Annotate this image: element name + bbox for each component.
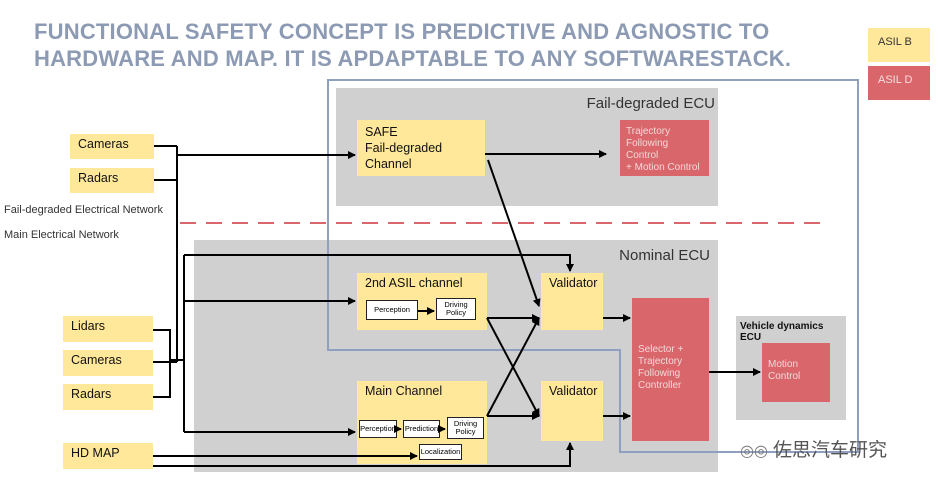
selector-line-3: Following (638, 368, 681, 379)
validator-top-label: Validator (549, 276, 598, 290)
hd-map-input: HD MAP (63, 443, 153, 469)
wechat-icon: ◎◎ (740, 441, 774, 460)
main-localization-box: Localization (419, 444, 462, 460)
safe-line-2: Fail-degraded (365, 141, 443, 155)
main-policy-label: Policy (455, 427, 476, 436)
bottom-cameras-label: Cameras (71, 353, 122, 367)
main-perception-label: Perception (360, 423, 396, 433)
asil2-driving-policy-box: Driving Policy (436, 298, 476, 320)
hdmap-to-validator-bottom-arrow (153, 442, 574, 467)
asil2-perception-label: Perception (374, 304, 410, 314)
lidars-input: Lidars (63, 316, 153, 342)
trajectory-line-1: Trajectory (626, 126, 671, 137)
top-cameras-input: Cameras (70, 134, 154, 159)
hd-map-label: HD MAP (71, 446, 120, 460)
trajectory-line-3: + Motion Control (626, 162, 700, 173)
fail-degraded-ecu-title: Fail-degraded ECU (586, 95, 715, 112)
safe-to-validator-top-arrow (487, 159, 541, 307)
asil2-driving-label: Driving (444, 299, 468, 309)
bottom-radars-input: Radars (63, 384, 153, 410)
top-radars-label: Radars (78, 171, 119, 185)
motion-control-line-2: Control (768, 371, 801, 382)
main-network-label: Main Electrical Network (4, 229, 119, 241)
motion-control-box: Motion Control (762, 343, 830, 402)
page-title: FUNCTIONAL SAFETY CONCEPT IS PREDICTIVE … (34, 18, 834, 72)
legend-asil-b-label: ASIL B (878, 36, 912, 48)
main-to-validator-top-arrow (486, 317, 540, 417)
lidars-label: Lidars (71, 319, 106, 333)
second-asil-channel-title: 2nd ASIL channel (365, 276, 463, 290)
selector-line-2: Trajectory (638, 356, 683, 367)
bottom-radars-label: Radars (71, 387, 112, 401)
lidar-radar-bus (153, 329, 171, 398)
main-driving-label: Driving (453, 418, 478, 428)
main-driving-policy-box: Driving Policy (447, 417, 484, 439)
top-radars-input: Radars (70, 168, 154, 193)
legend-asil-d: ASIL D (868, 66, 930, 100)
title-line-1: FUNCTIONAL SAFETY CONCEPT IS PREDICTIVE … (34, 19, 770, 44)
legend-asil-b: ASIL B (868, 28, 930, 62)
nominal-ecu-title: Nominal ECU (619, 247, 710, 264)
selector-trajectory-controller: Selector + Trajectory Following Controll… (632, 298, 709, 441)
title-line-2: HARDWARE AND MAP. IT IS APDAPTABLE TO AN… (34, 46, 792, 71)
selector-line-1: Selector + (638, 344, 684, 355)
selector-line-4: Controller (638, 380, 682, 391)
validator-bottom: Validator (541, 381, 603, 441)
fail-degraded-boundary (327, 79, 859, 453)
trajectory-following-control: Trajectory Following Control + Motion Co… (620, 120, 709, 176)
motion-control-line-1: Motion (768, 359, 799, 370)
watermark-text: 佐思汽车研究 (773, 439, 888, 461)
vehicle-dynamics-ecu-title: Vehicle dynamics ECU (740, 321, 824, 343)
main-channel-title: Main Channel (365, 384, 443, 398)
main-perception-box: Perception (359, 420, 397, 438)
bottom-cameras-input: Cameras (63, 350, 153, 376)
safe-line-3: Channel (365, 157, 412, 171)
main-localization-label: Localization (420, 446, 461, 456)
fail-degraded-network-label: Fail-degraded Electrical Network (4, 204, 163, 216)
validator-top: Validator (541, 273, 603, 330)
main-prediction-box: Prediction (403, 420, 440, 438)
validator-bottom-label: Validator (549, 384, 598, 398)
safe-line-1: SAFE (365, 125, 398, 139)
trajectory-line-2: Following Control (626, 138, 669, 161)
top-cameras-label: Cameras (78, 137, 129, 151)
sensor-to-validator-top-arrow (184, 254, 574, 272)
watermark: ◎◎ 佐思汽车研究 (740, 435, 920, 462)
main-prediction-label: Prediction (404, 423, 439, 433)
safe-fail-degraded-channel: SAFE Fail-degraded Channel (357, 120, 485, 176)
legend-asil-d-label: ASIL D (878, 74, 913, 86)
asil2-perception-box: Perception (366, 300, 418, 320)
asil2-policy-label: Policy (445, 308, 466, 317)
